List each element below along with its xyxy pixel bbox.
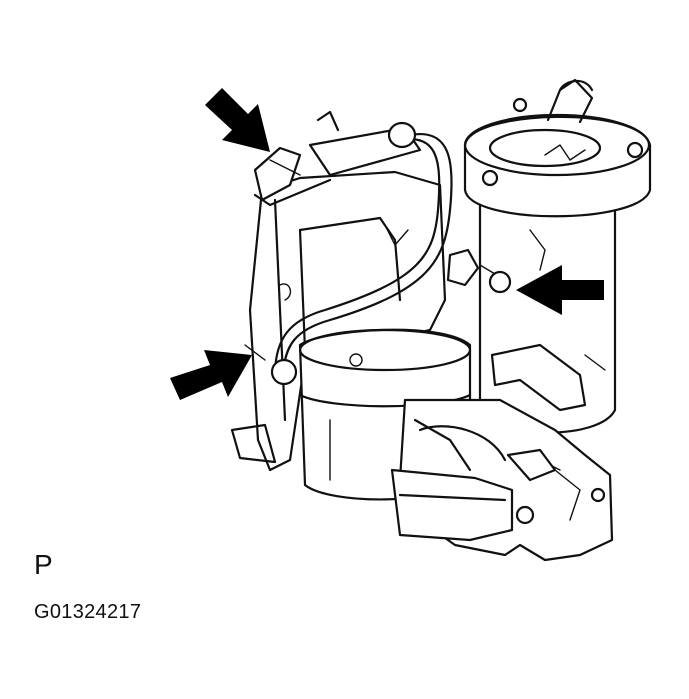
lead-wire bbox=[273, 132, 453, 377]
mounting-nut-lower bbox=[244, 344, 298, 386]
arrow-right bbox=[516, 265, 604, 315]
figure-code: G01324217 bbox=[34, 601, 142, 623]
mounting-nut-right bbox=[446, 248, 512, 294]
top-terminal bbox=[253, 110, 422, 207]
arrow-lower-left bbox=[170, 350, 252, 400]
drive-housing bbox=[390, 398, 614, 562]
arrow-top-left bbox=[205, 88, 270, 152]
view-letter: P bbox=[34, 549, 53, 580]
motor-cylinder bbox=[463, 78, 652, 447]
